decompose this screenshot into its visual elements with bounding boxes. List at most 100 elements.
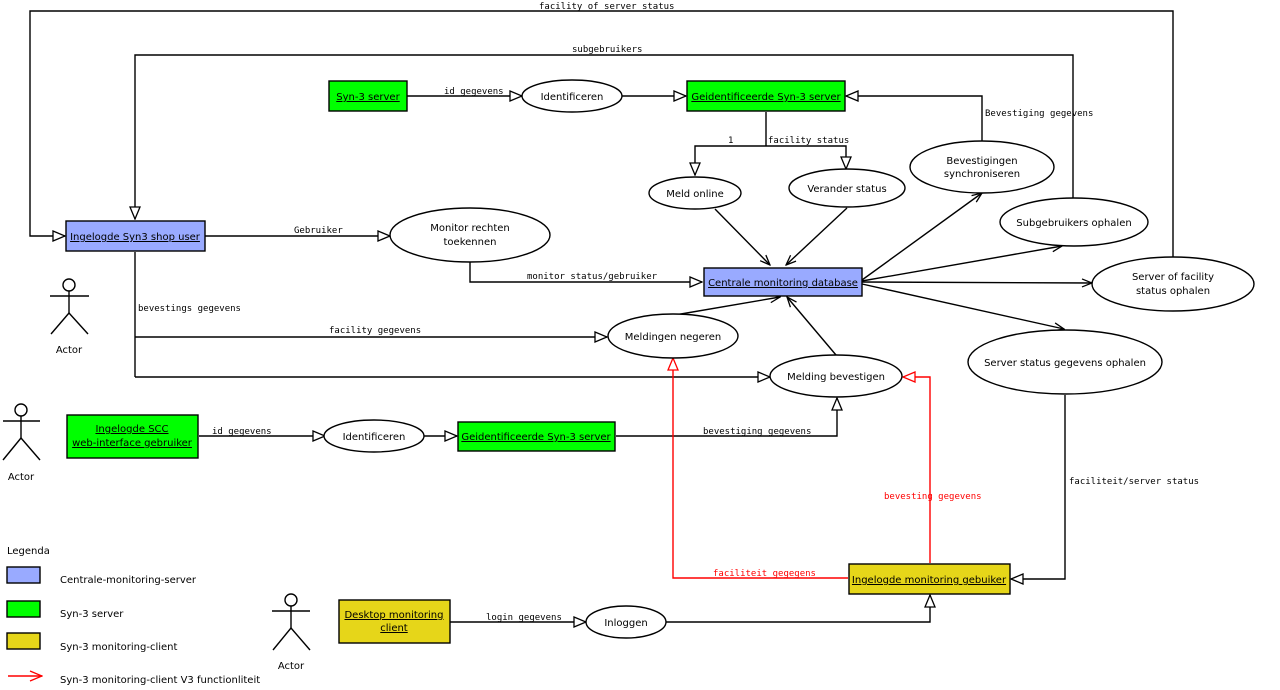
usecase-inloggen-label: Inloggen — [604, 618, 647, 629]
actor-2-icon — [2, 403, 41, 461]
label-faciliteit-gegegens-red: faciliteit gegegens — [713, 569, 816, 579]
usecase-meldingen-negeren[interactable]: Meldingen negeren — [607, 313, 739, 359]
legend-label-client: Syn-3 monitoring-client — [60, 642, 177, 653]
label-id-gegevens-top: id gegevens — [444, 87, 504, 97]
label-bevestings-gegevens: bevestings gegevens — [138, 304, 241, 314]
label-subgebruikers: subgebruikers — [572, 45, 642, 55]
label-facility-gegevens: facility gegevens — [329, 326, 421, 336]
usecase-identificeren-mid-label: Identificeren — [343, 432, 406, 443]
usecase-monitor-rechten-label-2: toekennen — [444, 237, 497, 248]
label-faciliteit-server-status: faciliteit/server status — [1069, 477, 1199, 487]
usecase-identificeren-top[interactable]: Identificeren — [521, 79, 623, 113]
usecase-server-facility-label-1: Server of facility — [1132, 272, 1214, 283]
label-one: 1 — [728, 136, 733, 146]
edge-negeren-db — [674, 297, 780, 316]
usecase-meld-online-label: Meld online — [666, 189, 724, 200]
edge-geident-meld-online — [695, 145, 766, 175]
label-id-gegevens-mid: id gegevens — [212, 427, 272, 437]
legend-swatch-client — [6, 632, 41, 650]
box-desktop-client[interactable]: Desktop monitoring client — [338, 599, 451, 644]
edge-facility-server-status — [29, 10, 1174, 257]
legend-swatch-central — [6, 566, 41, 584]
usecase-monitor-rechten-label-1: Monitor rechten — [430, 223, 509, 234]
usecase-verander-status-label: Verander status — [807, 184, 886, 195]
edge-red-monitoring-bevestigen — [903, 377, 931, 563]
legend-label-syn3: Syn-3 server — [60, 609, 124, 620]
edge-labels: facility of server status subgebruikers … — [138, 2, 1199, 623]
usecase-monitor-rechten[interactable]: Monitor rechten toekennen — [389, 207, 551, 263]
box-central-db-label: Centrale monitoring database — [708, 278, 858, 289]
usecase-server-status-ophalen[interactable]: Server status gegevens ophalen — [967, 329, 1163, 395]
usecase-server-status-ophalen-label: Server status gegevens ophalen — [984, 358, 1146, 369]
edge-db-subgebruikers — [861, 246, 1062, 282]
box-scc-user-label-1: Ingelogde SCC — [95, 424, 168, 435]
legend: Legenda Centrale-monitoring-server Syn-3… — [6, 546, 260, 686]
box-central-db[interactable]: Centrale monitoring database — [703, 267, 863, 297]
actor-1: Actor — [50, 278, 89, 356]
label-bevestiging-gegevens-top: Bevestiging gegevens — [985, 109, 1093, 119]
legend-label-v3: Syn-3 monitoring-client V3 functionlitei… — [60, 675, 260, 686]
label-facility-status: facility status — [768, 136, 849, 146]
legend-label-central: Centrale-monitoring-server — [60, 575, 197, 586]
edge-meld-online-db — [714, 208, 770, 265]
box-geidentificeerde-syn3-mid[interactable]: Geidentificeerde Syn-3 server — [457, 421, 616, 452]
edge-red-monitoring-negeren — [673, 358, 848, 579]
edge-server-status-monitoring — [1011, 395, 1066, 579]
use-cases: Identificeren Meld online Verander statu… — [323, 79, 1255, 639]
usecase-identificeren-mid[interactable]: Identificeren — [323, 419, 425, 453]
usecase-meldingen-negeren-label: Meldingen negeren — [625, 332, 721, 343]
boxes: Syn-3 server Geidentificeerde Syn-3 serv… — [65, 80, 1011, 644]
usecase-subgebruikers-ophalen[interactable]: Subgebruikers ophalen — [999, 197, 1149, 247]
actor-1-label: Actor — [56, 345, 83, 356]
edge-db-server-status — [861, 283, 1064, 329]
label-bevestiging-gegevens-mid: bevestiging gegevens — [703, 427, 811, 437]
box-monitoring-user-label: Ingelogde monitoring gebuiker — [852, 575, 1007, 586]
edge-inloggen-monitoring — [665, 595, 930, 623]
legend-title: Legenda — [7, 546, 50, 557]
edge-verander-db — [786, 207, 848, 265]
edge-db-bevestigingen — [861, 193, 982, 281]
usecase-inloggen[interactable]: Inloggen — [585, 605, 667, 639]
usecase-subgebruikers-ophalen-label: Subgebruikers ophalen — [1016, 218, 1131, 229]
usecase-server-facility[interactable]: Server of facility status ophalen — [1091, 256, 1255, 312]
edge-geident-mid-bevestigen — [616, 398, 837, 437]
usecase-server-facility-label-2: status ophalen — [1136, 286, 1210, 297]
legend-swatch-syn3 — [6, 600, 41, 618]
box-syn3-server[interactable]: Syn-3 server — [328, 80, 408, 112]
actor-2-label: Actor — [8, 472, 35, 483]
edge-bevestigen-db — [787, 297, 837, 356]
box-shop-user[interactable]: Ingelogde Syn3 shop user — [65, 220, 206, 252]
usecase-melding-bevestigen-label: Melding bevestigen — [787, 372, 885, 383]
box-monitoring-user[interactable]: Ingelogde monitoring gebuiker — [848, 563, 1011, 595]
usecase-meld-online[interactable]: Meld online — [648, 176, 742, 210]
actor-1-icon — [50, 278, 89, 335]
usecase-identificeren-top-label: Identificeren — [541, 92, 604, 103]
actor-3-label: Actor — [278, 661, 305, 672]
box-shop-user-label: Ingelogde Syn3 shop user — [70, 232, 201, 243]
edge-geident-verander — [766, 145, 846, 169]
usecase-bevestigingen-label-1: Bevestigingen — [946, 156, 1017, 167]
label-gebruiker: Gebruiker — [294, 226, 343, 236]
box-geidentificeerde-syn3-top-label: Geidentificeerde Syn-3 server — [691, 92, 841, 103]
usecase-melding-bevestigen[interactable]: Melding bevestigen — [769, 354, 903, 398]
edge-monitor-rechten-db — [469, 261, 702, 282]
label-bevesting-gegevens-red: bevesting gegevens — [884, 492, 982, 502]
box-desktop-client-label-1: Desktop monitoring — [344, 610, 443, 621]
usecase-bevestigingen-label-2: synchroniseren — [944, 169, 1020, 180]
label-facility-server-status: facility of server status — [539, 2, 674, 12]
connectors — [29, 10, 1174, 623]
box-geidentificeerde-syn3-mid-label: Geidentificeerde Syn-3 server — [461, 432, 611, 443]
box-geidentificeerde-syn3-top[interactable]: Geidentificeerde Syn-3 server — [686, 80, 846, 112]
edge-bevestigingen-geident — [846, 96, 983, 141]
box-scc-user-label-2: web-interface gebruiker — [72, 438, 193, 449]
box-scc-user[interactable]: Ingelogde SCC web-interface gebruiker — [66, 414, 199, 459]
usecase-verander-status[interactable]: Verander status — [788, 168, 906, 208]
actor-3: Actor — [272, 593, 311, 672]
actor-3-icon — [272, 593, 311, 651]
edge-subgebruikers — [135, 54, 1074, 219]
edge-db-server-facility — [861, 282, 1092, 283]
label-login-gegevens: login gegevens — [486, 613, 562, 623]
usecase-bevestigingen-synchroniseren[interactable]: Bevestigingen synchroniseren — [909, 140, 1055, 194]
box-syn3-server-label: Syn-3 server — [336, 92, 400, 103]
